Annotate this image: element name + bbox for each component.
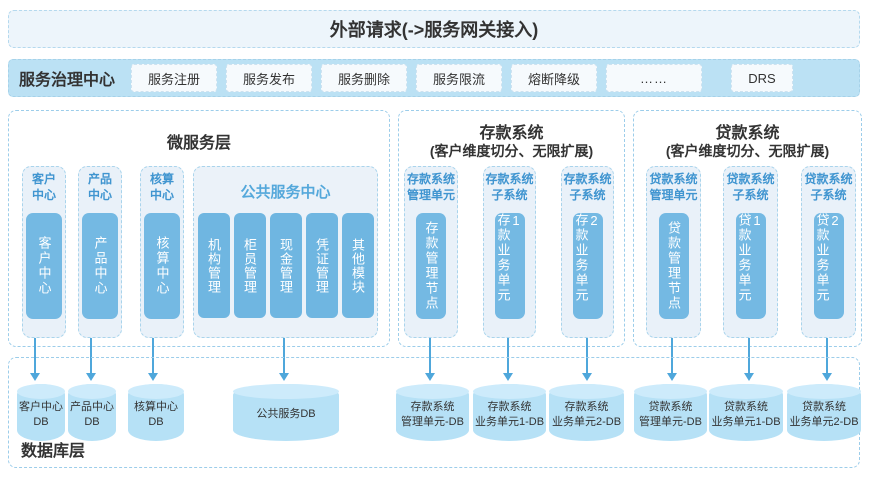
public-service-modules: 机构管理 柜员管理 现金管理 凭证管理 其他模块 <box>194 213 377 318</box>
deposit-system-panel: 存款系统 (客户维度切分、无限扩展) 存款系统 管理单元 存款管理节点 存款系统… <box>398 110 625 347</box>
db-cylinder-deposit-unit1: 存款系统 业务单元1-DB <box>473 384 546 441</box>
customer-center-block: 客户中心 <box>26 213 62 320</box>
loan-subsystem1-header: 贷款系统 子系统 <box>726 172 775 202</box>
database-layer-label: 数据库层 <box>21 443 86 460</box>
db-label-text: 客户中心 DB <box>19 400 63 428</box>
db-cylinder-deposit-unit2: 存款系统 业务单元2-DB <box>549 384 624 441</box>
loan-mgmt-node-block: 贷款管理节点 <box>658 213 689 320</box>
cash-management-module: 现金管理 <box>269 213 302 318</box>
loan-unit2-block: 贷款业务单元2 <box>813 213 844 320</box>
service-throttle-button[interactable]: 服务限流 <box>416 64 503 92</box>
product-center-column: 产品 中心 产品中心 <box>78 166 122 338</box>
banner-title: 外部请求(->服务网关接入) <box>329 20 539 40</box>
loan-mgmt-unit-header: 贷款系统 管理单元 <box>649 172 698 202</box>
db-cylinder-deposit-mgmt: 存款系统 管理单元-DB <box>396 384 469 441</box>
db-label-text: 贷款系统 业务单元1-DB <box>711 400 781 428</box>
public-service-center-title: 公共服务中心 <box>240 184 331 201</box>
product-center-block: 产品中心 <box>82 213 118 320</box>
deposit-unit1-block: 存款业务单元1 <box>494 213 525 320</box>
loan-subsystem2-header: 贷款系统 子系统 <box>804 172 853 202</box>
connector-arrow <box>822 338 832 381</box>
db-cylinder-product-center: 产品中心 DB <box>68 384 116 441</box>
deposit-mgmt-node-block: 存款管理节点 <box>416 213 446 320</box>
db-cylinder-customer-center: 客户中心 DB <box>17 384 65 441</box>
connector-arrow <box>744 338 754 381</box>
accounting-center-column: 核算 中心 核算中心 <box>140 166 184 338</box>
db-label-text: 存款系统 管理单元-DB <box>401 400 464 428</box>
connector-arrow <box>30 338 40 381</box>
connector-arrow <box>667 338 677 381</box>
circuit-break-button[interactable]: 熔断降级 <box>511 64 598 92</box>
service-delete-button[interactable]: 服务删除 <box>321 64 408 92</box>
deposit-mgmt-unit-column: 存款系统 管理单元 存款管理节点 <box>404 166 458 338</box>
db-cylinder-accounting-center: 核算中心 DB <box>128 384 184 441</box>
external-request-banner: 外部请求(->服务网关接入) <box>8 10 860 48</box>
microservice-layer-title: 微服务层 <box>166 135 231 152</box>
public-service-center: 公共服务中心 机构管理 柜员管理 现金管理 凭证管理 其他模块 <box>193 166 378 338</box>
customer-center-header: 客户 中心 <box>31 172 56 202</box>
more-services-button[interactable]: …… <box>606 64 703 92</box>
loan-unit1-block: 贷款业务单元1 <box>735 213 766 320</box>
loan-subsystem1-column: 贷款系统 子系统 贷款业务单元1 <box>723 166 778 338</box>
db-label-text: 存款系统 业务单元1-DB <box>474 400 545 428</box>
connector-arrow <box>148 338 158 381</box>
service-publish-button[interactable]: 服务发布 <box>226 64 313 92</box>
product-center-header: 产品 中心 <box>87 172 112 202</box>
db-cylinder-loan-unit2: 贷款系统 业务单元2-DB <box>787 384 861 441</box>
accounting-center-header: 核算 中心 <box>149 172 174 202</box>
service-register-button[interactable]: 服务注册 <box>131 64 218 92</box>
service-governance-bar: 服务治理中心 服务注册 服务发布 服务删除 服务限流 熔断降级 …… DRS <box>8 59 860 97</box>
voucher-management-module: 凭证管理 <box>305 213 338 318</box>
connector-arrow <box>503 338 513 381</box>
db-cylinder-loan-unit1: 贷款系统 业务单元1-DB <box>709 384 783 441</box>
loan-system-panel: 贷款系统 (客户维度切分、无限扩展) 贷款系统 管理单元 贷款管理节点 贷款系统… <box>633 110 862 347</box>
loan-mgmt-unit-column: 贷款系统 管理单元 贷款管理节点 <box>646 166 701 338</box>
deposit-subsystem1-header: 存款系统 子系统 <box>485 172 534 202</box>
deposit-system-subtitle: (客户维度切分、无限扩展) <box>429 143 594 159</box>
db-cylinder-public-service: 公共服务DB <box>233 384 339 441</box>
teller-management-module: 柜员管理 <box>233 213 266 318</box>
other-modules-module: 其他模块 <box>341 213 374 318</box>
deposit-mgmt-unit-header: 存款系统 管理单元 <box>406 172 455 202</box>
loan-system-title: 贷款系统 <box>715 125 780 142</box>
loan-system-subtitle: (客户维度切分、无限扩展) <box>665 143 830 159</box>
drs-button[interactable]: DRS <box>731 64 793 92</box>
accounting-center-block: 核算中心 <box>144 213 180 320</box>
deposit-subsystem2-header: 存款系统 子系统 <box>563 172 612 202</box>
deposit-unit2-block: 存款业务单元2 <box>572 213 603 320</box>
org-management-module: 机构管理 <box>197 213 230 318</box>
db-label-text: 存款系统 业务单元2-DB <box>551 400 622 428</box>
deposit-system-title: 存款系统 <box>479 125 544 142</box>
governance-label: 服务治理中心 <box>19 72 116 89</box>
connector-arrow <box>86 338 96 381</box>
db-label-text: 产品中心 DB <box>70 400 114 428</box>
db-label-text: 核算中心 DB <box>134 400 178 428</box>
deposit-subsystem2-column: 存款系统 子系统 存款业务单元2 <box>561 166 614 338</box>
database-layer-panel: 客户中心 DB 产品中心 DB 核算中心 DB 公共服务DB 存款系统 管理单元… <box>8 357 861 468</box>
connector-arrow <box>425 338 435 381</box>
deposit-subsystem1-column: 存款系统 子系统 存款业务单元1 <box>483 166 536 338</box>
db-label-text: 贷款系统 管理单元-DB <box>639 400 702 428</box>
db-cylinder-loan-mgmt: 贷款系统 管理单元-DB <box>634 384 707 441</box>
microservice-layer-panel: 微服务层 客户 中心 客户中心 产品 中心 产品中心 核算 中心 核算中心 公共… <box>8 110 390 347</box>
connector-arrow <box>582 338 592 381</box>
customer-center-column: 客户 中心 客户中心 <box>22 166 66 338</box>
db-label-text: 公共服务DB <box>256 408 316 421</box>
connector-arrow <box>279 338 289 381</box>
db-label-text: 贷款系统 业务单元2-DB <box>789 400 859 428</box>
loan-subsystem2-column: 贷款系统 子系统 贷款业务单元2 <box>801 166 856 338</box>
